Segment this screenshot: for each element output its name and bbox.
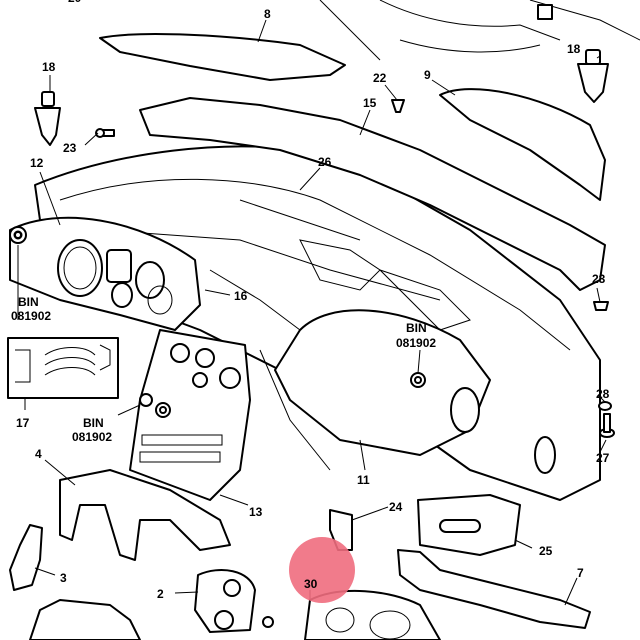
console-sketch	[319, 0, 640, 61]
callout-18-right: 18	[567, 42, 581, 56]
callout-22: 22	[373, 71, 387, 85]
bin-code-right: 081902	[396, 336, 436, 350]
callout-9: 9	[424, 68, 431, 82]
callout-20: 20	[68, 0, 82, 5]
callout-18-left: 18	[42, 60, 56, 74]
part-23-screw-right	[593, 301, 609, 311]
callout-28: 28	[596, 387, 610, 401]
bin-code-mid: 081902	[72, 430, 112, 444]
callout-17: 17	[16, 416, 30, 430]
part-11-glovebox	[274, 309, 556, 474]
callout-27: 27	[596, 451, 610, 465]
part-18-clip-right	[577, 49, 609, 103]
callout-13: 13	[249, 505, 263, 519]
bin-label-right: BIN	[406, 321, 427, 335]
bin-code-left: 081902	[11, 309, 51, 323]
bin-label-mid: BIN	[83, 416, 104, 430]
part-25-bracket	[417, 494, 521, 556]
callout-12: 12	[30, 156, 44, 170]
part-18-clip-left	[34, 91, 61, 146]
part-22-screw	[391, 99, 405, 113]
part-2-knee-panel	[194, 569, 256, 633]
part-13-center-panel	[129, 329, 251, 501]
part-screw-bottom	[262, 616, 274, 628]
part-12-cluster-housing	[9, 216, 201, 331]
part-4-lower-trim	[59, 469, 231, 561]
callout-8: 8	[264, 7, 271, 21]
callout-15: 15	[363, 96, 377, 110]
bin-bolt-right	[414, 376, 422, 384]
callout-23-right: 23	[592, 272, 606, 286]
callout-3: 3	[60, 571, 67, 585]
part-23-screw-left	[95, 128, 115, 138]
callout-26: 26	[318, 155, 332, 169]
callout-24: 24	[389, 500, 403, 514]
part-9-side-cover	[439, 88, 606, 201]
callout-4: 4	[35, 447, 42, 461]
callout-23-left: 23	[63, 141, 77, 155]
callout-2: 2	[157, 587, 164, 601]
callout-11: 11	[357, 473, 370, 487]
part-28-washer	[598, 401, 612, 411]
part-15-upper-trim	[139, 97, 606, 291]
bin-bolt-left	[14, 231, 22, 239]
callout-7: 7	[577, 566, 584, 580]
highlight-marker[interactable]	[289, 537, 355, 603]
lower-left-fragment	[29, 599, 141, 640]
part-30-cluster-ring	[304, 590, 441, 640]
leader-lines	[17, 19, 607, 606]
part-17-inset-box	[7, 337, 119, 399]
part-27-bolt	[599, 413, 615, 438]
callout-30: 30	[304, 577, 318, 591]
bin-labels: BIN 081902 BIN 081902 BIN 081902	[11, 295, 436, 444]
part-7-strip	[397, 549, 591, 629]
bin-label-left: BIN	[18, 295, 39, 309]
part-8-top-cover	[99, 33, 346, 81]
callout-25: 25	[539, 544, 553, 558]
callout-labels: 20 8 18 18 22 9 15 23 12 26 23 16 17 28 …	[16, 0, 610, 601]
callout-16: 16	[234, 289, 248, 303]
bin-bolt-mid	[159, 406, 167, 414]
part-3-bracket	[9, 524, 43, 591]
